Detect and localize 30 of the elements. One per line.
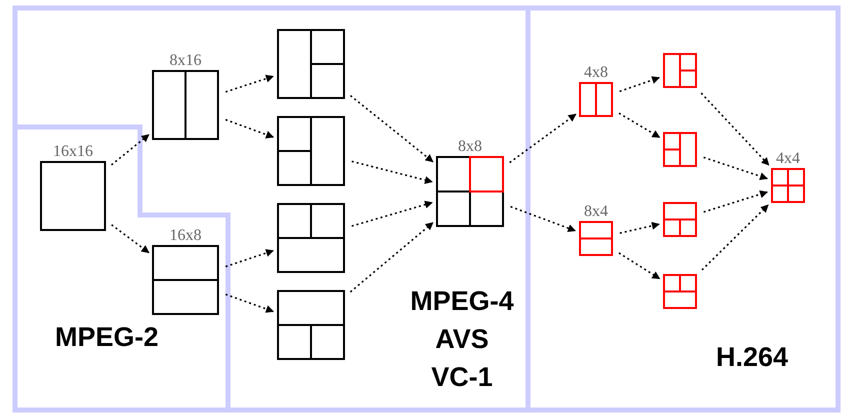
dotted-arrow: [618, 252, 660, 280]
dotted-arrow: [618, 112, 660, 138]
dotted-arrow: [352, 160, 433, 184]
dotted-arrow: [352, 200, 433, 227]
dotted-arrow: [619, 76, 660, 92]
dotted-arrow: [350, 222, 434, 293]
dotted-arrow: [703, 156, 768, 180]
standard-label: H.264: [716, 341, 788, 374]
dotted-arrow: [225, 118, 274, 138]
dotted-arrow: [225, 294, 274, 313]
dotted-arrow: [700, 92, 770, 166]
dotted-arrow: [111, 224, 150, 254]
dotted-arrow: [510, 206, 576, 232]
size-label: 4x8: [584, 64, 608, 82]
dotted-arrow: [620, 222, 660, 234]
dotted-arrow: [703, 190, 768, 213]
size-label: 16x8: [170, 227, 202, 245]
size-label: 8x4: [584, 203, 608, 221]
dotted-arrow: [701, 204, 769, 270]
dotted-arrow: [509, 114, 576, 164]
dotted-arrow: [225, 249, 274, 268]
size-label: 4x4: [776, 150, 800, 168]
dotted-arrow: [225, 74, 274, 93]
size-label: 16x16: [53, 143, 93, 161]
dotted-arrow: [350, 95, 434, 162]
standard-label: MPEG-2: [55, 321, 159, 354]
standard-label: MPEG-4 AVS VC-1: [409, 285, 515, 394]
size-label: 8x16: [170, 52, 202, 70]
size-label: 8x8: [458, 138, 482, 156]
dotted-arrow: [110, 134, 150, 166]
